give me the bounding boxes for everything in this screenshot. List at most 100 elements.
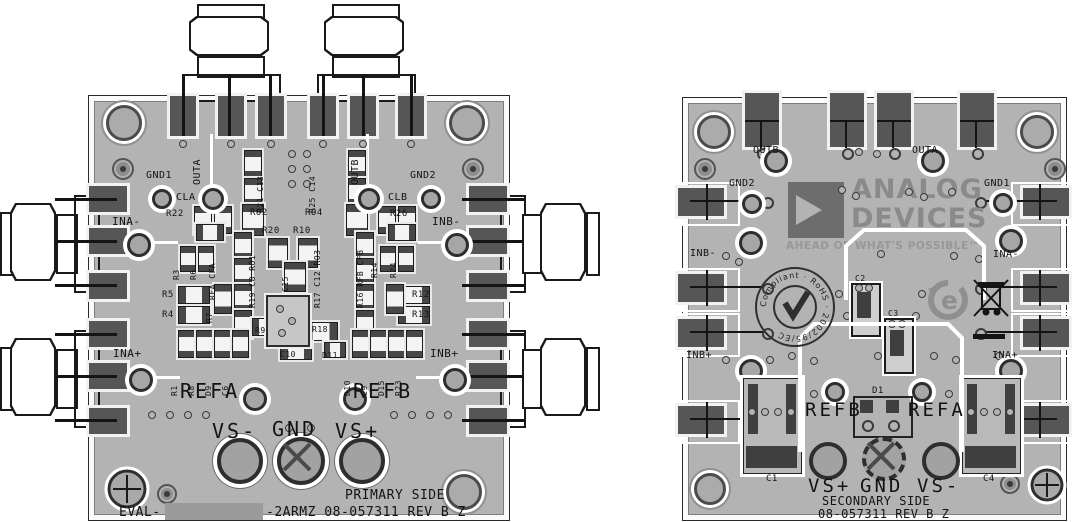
side-label-secondary: SECONDARY SIDE [822, 494, 931, 508]
sma-neck [56, 214, 78, 274]
gnd1-pad [993, 193, 1013, 213]
refdes-r4: R4 [162, 310, 174, 320]
port-label-outa: OUTA [192, 158, 203, 185]
ina-minus-pad [127, 233, 151, 257]
refdes-ro2: RO2 [250, 208, 268, 218]
refdes-rfa-cfa: RFA CFA [208, 262, 217, 300]
refdes-ro4: RO4 [305, 208, 323, 218]
gnd-terminal [277, 437, 325, 485]
refdes-r18: R18 [312, 325, 328, 334]
fiducial [1000, 474, 1020, 494]
port-label-gnd1: GND1 [984, 178, 1011, 189]
sma-hex-body [10, 203, 56, 281]
adi-triangle-icon [796, 195, 822, 225]
port-label-cla: CLA [176, 192, 196, 203]
refdes-r20: R20 [262, 226, 280, 236]
port-label-ina-plus: INA+ [113, 347, 142, 360]
fiducial [112, 158, 134, 180]
sma-hex-body [189, 16, 269, 56]
refdes-c15: C15 [281, 276, 290, 292]
port-label-gnd1: GND1 [146, 170, 173, 181]
port-label-vs-minus: VS- [212, 419, 258, 443]
eval-label-suffix: -2ARMZ 08-057311 REV B Z [266, 505, 466, 520]
gnd1-pad [152, 189, 172, 209]
port-label-gnd: GND [272, 417, 318, 441]
sma-hex-body [540, 338, 586, 416]
inb-minus-pad [739, 231, 763, 255]
sma-thread [586, 347, 600, 411]
refdes-c3: C3 [888, 309, 899, 318]
port-label-gnd2: GND2 [729, 178, 756, 189]
port-label-refa: REFA [180, 379, 241, 403]
port-label-refa: REFA [908, 399, 966, 421]
ina-plus-pad [129, 368, 153, 392]
outa-pad [202, 188, 224, 210]
adi-logo-line1: ANALOG [851, 174, 983, 205]
gnd2-pad [742, 194, 762, 214]
port-label-vs-minus: VS- [917, 475, 961, 497]
adi-logo-line2: DEVICES [851, 203, 988, 234]
outb-pad [764, 149, 788, 173]
refdes-r17-c12-ro3: R17 C12 RO3 [313, 249, 322, 308]
side-label-primary: PRIMARY SIDE [345, 488, 445, 503]
refdes-c10: C10 [280, 350, 296, 359]
refdes-r3: R3 [172, 269, 181, 280]
mount-hole [106, 105, 142, 141]
refdes-r21-c13: R21 C13 [256, 175, 265, 213]
refdes-r9: R9 [255, 326, 266, 335]
refdes-d11: D11 [322, 351, 338, 360]
refdes-r6: R6 [189, 269, 198, 280]
fiducial [694, 158, 716, 180]
inb-plus-pad [443, 368, 467, 392]
port-label-outb: OUTB [350, 158, 361, 185]
refdes-r25-c14: R25 C14 [308, 175, 317, 213]
port-label-inb-minus: INB- [690, 248, 717, 259]
refdes-r24: R24 [389, 262, 398, 278]
sma-thread [586, 212, 600, 276]
refdes-r12: R12 [412, 290, 430, 300]
port-label-outb: OUTB [753, 145, 780, 156]
refdes-r16-rfb-cfb: R16 RFB CFB [356, 249, 365, 308]
port-label-ina-plus: INA+ [992, 350, 1019, 361]
port-label-inb-plus: INB+ [686, 350, 713, 361]
sma-neck [197, 56, 265, 78]
refdes-d10: D10 [343, 380, 352, 396]
port-label-gnd: GND [860, 475, 904, 497]
port-label-clb: CLB [388, 192, 408, 203]
port-label-vs-plus: VS+ [808, 475, 852, 497]
sma-neck [56, 349, 78, 409]
mount-hole [449, 105, 485, 141]
sma-neck [332, 56, 400, 78]
port-label-ina-minus: INA- [112, 215, 141, 228]
port-label-refb: REFB [805, 399, 863, 421]
eval-label-prefix: EVAL- [119, 505, 161, 520]
refdes-r19-c8-ro1: R19 C8 RO1 [248, 254, 257, 308]
refdes-r5: R5 [162, 290, 174, 300]
refdes-r26: R26 [390, 209, 408, 219]
vs-plus-terminal [339, 438, 385, 484]
port-label-refb: REFB [353, 379, 414, 403]
port-label-inb-minus: INB- [432, 215, 461, 228]
outb-pad [358, 188, 380, 210]
mount-hole [697, 115, 731, 149]
fiducial [462, 158, 484, 180]
part-number: 08-057311 REV B Z [818, 507, 950, 521]
refdes-r14: R14 [370, 262, 379, 278]
outa-pad [921, 149, 945, 173]
mount-hole [446, 474, 482, 510]
inb-minus-pad [445, 233, 469, 257]
fiducial [157, 484, 177, 504]
ina-minus-pad [999, 229, 1023, 253]
refdes-r22: R22 [166, 209, 184, 219]
refdes-c4: C4 [983, 474, 995, 484]
refdes-c2: C2 [855, 274, 866, 283]
vs-minus-terminal [217, 438, 263, 484]
adi-logo-icon [788, 182, 844, 238]
sma-hex-body [540, 203, 586, 281]
sma-hex-body [324, 16, 404, 56]
port-label-ina-minus: INA- [993, 249, 1020, 260]
fiducial [1044, 158, 1066, 180]
refdes-r7: R7 [205, 312, 214, 323]
mount-hole [694, 473, 726, 505]
